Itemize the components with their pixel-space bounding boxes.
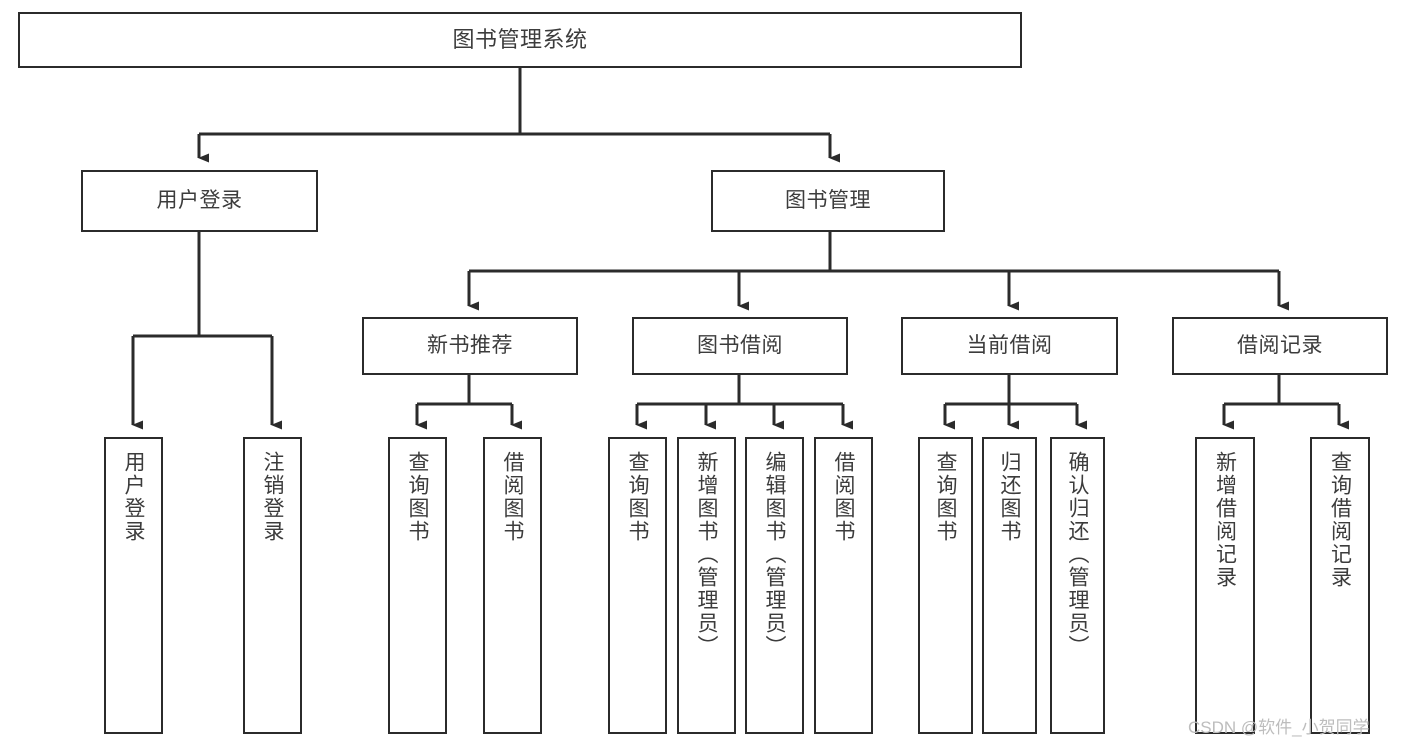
node-leaf-confirm-return[interactable]: 确认归还（管理员） <box>1050 437 1105 734</box>
node-leaf-borrow-book-1[interactable]: 借阅图书 <box>483 437 542 734</box>
node-label: 新书推荐 <box>427 333 513 357</box>
node-leaf-edit-book[interactable]: 编辑图书（管理员） <box>745 437 804 734</box>
node-book-borrow[interactable]: 图书借阅 <box>632 317 848 375</box>
node-label: 用户登录 <box>156 188 243 212</box>
node-leaf-query-book-2[interactable]: 查询图书 <box>608 437 667 734</box>
node-label: 用户登录 <box>122 451 146 543</box>
node-book-management[interactable]: 图书管理 <box>711 170 945 232</box>
node-label: 图书借阅 <box>697 333 783 357</box>
node-user-login[interactable]: 用户登录 <box>81 170 318 232</box>
node-label: 查询图书 <box>934 451 958 543</box>
node-label: 确认归还（管理员） <box>1066 451 1090 658</box>
node-label: 图书管理 <box>785 188 871 212</box>
node-leaf-query-book-3[interactable]: 查询图书 <box>918 437 973 734</box>
node-leaf-add-record[interactable]: 新增借阅记录 <box>1195 437 1255 734</box>
node-label: 查询图书 <box>406 451 430 543</box>
node-label: 查询借阅记录 <box>1328 451 1352 589</box>
node-root-book-management-system[interactable]: 图书管理系统 <box>18 12 1022 68</box>
node-leaf-borrow-book-2[interactable]: 借阅图书 <box>814 437 873 734</box>
node-leaf-user-login[interactable]: 用户登录 <box>104 437 163 734</box>
node-borrow-record[interactable]: 借阅记录 <box>1172 317 1388 375</box>
node-label: 借阅图书 <box>501 451 525 543</box>
node-new-book-recommendation[interactable]: 新书推荐 <box>362 317 578 375</box>
node-label: 编辑图书（管理员） <box>763 451 787 658</box>
node-label: 新增借阅记录 <box>1213 451 1237 589</box>
node-label: 归还图书 <box>998 451 1022 543</box>
node-label: 借阅记录 <box>1237 333 1323 357</box>
node-label: 当前借阅 <box>966 333 1053 357</box>
node-label: 图书管理系统 <box>452 27 588 53</box>
node-leaf-query-book-1[interactable]: 查询图书 <box>388 437 447 734</box>
node-current-borrow[interactable]: 当前借阅 <box>901 317 1118 375</box>
node-leaf-add-book[interactable]: 新增图书（管理员） <box>677 437 736 734</box>
node-label: 查询图书 <box>626 451 650 543</box>
node-label: 新增图书（管理员） <box>695 451 719 658</box>
node-label: 借阅图书 <box>832 451 856 543</box>
csdn-watermark: CSDN @软件_小贺同学 <box>1188 718 1370 737</box>
node-leaf-query-record[interactable]: 查询借阅记录 <box>1310 437 1370 734</box>
node-label: 注销登录 <box>261 451 285 543</box>
node-leaf-return-book[interactable]: 归还图书 <box>982 437 1037 734</box>
node-leaf-logout[interactable]: 注销登录 <box>243 437 302 734</box>
